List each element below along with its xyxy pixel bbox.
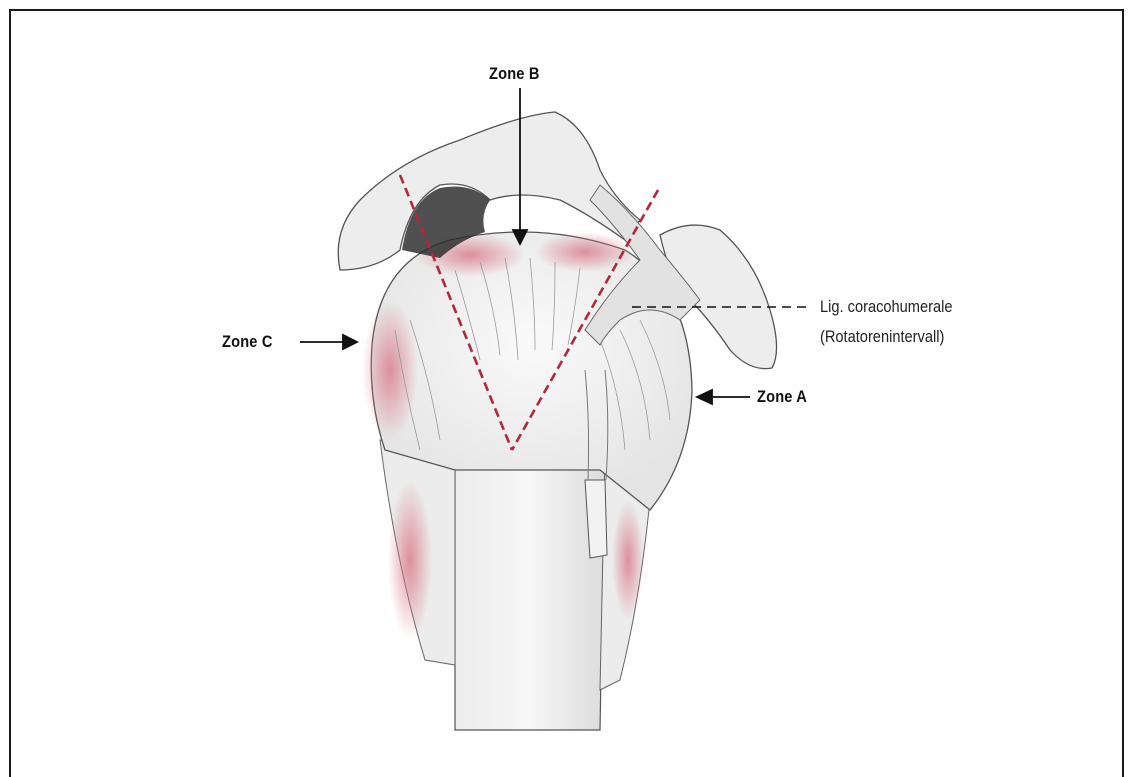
humerus-shaft — [455, 450, 605, 730]
ligament-label: Lig. coracohumerale — [820, 297, 952, 317]
zone-a-label: Zone A — [757, 387, 807, 407]
zone-c-label: Zone C — [222, 332, 273, 352]
ligament-sublabel: (Rotatorenintervall) — [820, 327, 944, 347]
zone-a-arrowhead — [697, 390, 712, 404]
zone-b-label: Zone B — [489, 64, 540, 84]
zone-c-arrowhead — [343, 335, 357, 349]
